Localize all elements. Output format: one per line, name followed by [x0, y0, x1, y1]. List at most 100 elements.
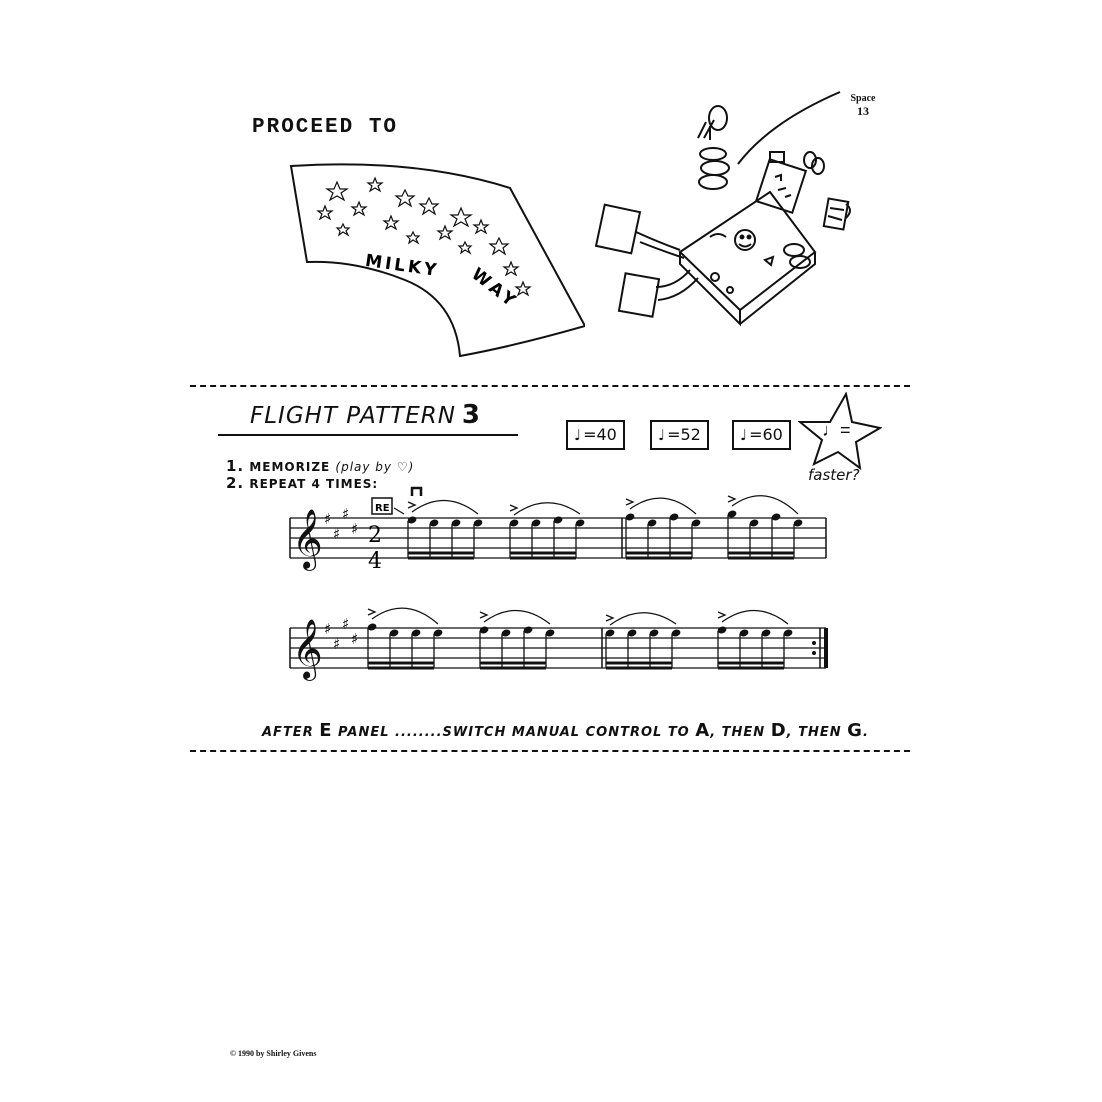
- dashed-divider-top: [190, 385, 910, 387]
- after-text: AFTER: [262, 725, 320, 740]
- after-text: , THEN: [786, 725, 848, 740]
- sharp-icon: ♯: [324, 620, 331, 638]
- accent-mark: [727, 495, 737, 503]
- slur: [731, 495, 799, 515]
- step-hint: (play by ♡): [335, 460, 415, 474]
- note-head: [727, 510, 737, 518]
- note-head: [669, 513, 679, 521]
- note-head: [523, 626, 533, 634]
- treble-clef-icon: 𝄞: [292, 509, 323, 571]
- slur: [483, 609, 551, 625]
- proceed-heading: PROCEED TO: [252, 116, 399, 139]
- note-head: [407, 516, 417, 524]
- star-tempo-note: ♩=: [822, 420, 851, 440]
- tempo-box-40: ♩=40: [566, 420, 625, 450]
- tempo-label: =60: [749, 425, 783, 444]
- music-notation: 𝄞♯♯♯♯𝄞♯♯♯♯: [289, 486, 828, 681]
- sharp-icon: ♯: [333, 635, 340, 653]
- note-head: [545, 629, 555, 637]
- down-bow-icon: [410, 486, 423, 496]
- music-staff: 𝄞♯♯♯♯𝄞♯♯♯♯ RE 2 4: [289, 486, 828, 681]
- sharp-icon: ♯: [342, 505, 349, 523]
- accent-mark: [367, 608, 377, 616]
- robot-ship-illustration: [594, 91, 851, 327]
- quarter-note-icon: ♩: [574, 426, 582, 444]
- page-number: 13: [857, 104, 869, 118]
- instruction-step-1: 1. MEMORIZE (play by ♡): [226, 458, 414, 475]
- accent-mark: [717, 611, 727, 619]
- slur: [371, 607, 439, 625]
- banner-word-way: WAY: [467, 264, 522, 313]
- page-label-word: Space: [850, 93, 876, 104]
- note-head: [649, 629, 659, 637]
- note-head: [625, 513, 635, 521]
- treble-clef-icon: 𝄞: [292, 619, 323, 681]
- note-head: [761, 629, 771, 637]
- note-head: [429, 519, 439, 527]
- sharp-icon: ♯: [333, 525, 340, 543]
- note-head: [793, 519, 803, 527]
- page-label: Space 13: [840, 92, 886, 118]
- accent-mark: [509, 504, 519, 512]
- note-head: [717, 626, 727, 634]
- flight-pattern-number: 3: [461, 400, 481, 430]
- sharp-icon: ♯: [324, 510, 331, 528]
- banner-word-milky: MILKY: [364, 251, 441, 281]
- tempo-label: =52: [667, 425, 701, 444]
- star-cluster: [316, 176, 532, 297]
- note-head: [479, 626, 489, 634]
- staff-lines: [290, 517, 826, 669]
- re-label: RE: [375, 503, 390, 514]
- note-head: [749, 519, 759, 527]
- note-head: [627, 629, 637, 637]
- accent-mark: [625, 498, 635, 506]
- note-head: [691, 519, 701, 527]
- note-head: [411, 629, 421, 637]
- time-signature-bottom: 4: [368, 549, 382, 574]
- repeat-dot: [812, 641, 816, 645]
- accent-mark: [407, 501, 417, 509]
- note-head: [647, 519, 657, 527]
- sharp-icon: ♯: [342, 615, 349, 633]
- note-head: [739, 629, 749, 637]
- after-text: , THEN: [710, 725, 771, 740]
- note-head: [509, 519, 519, 527]
- slur: [513, 502, 581, 516]
- note-head: [771, 513, 781, 521]
- slur: [411, 499, 479, 515]
- instructions: 1. MEMORIZE (play by ♡) 2. REPEAT 4 TIME…: [226, 458, 414, 492]
- step-text: MEMORIZE: [249, 460, 331, 474]
- after-text: .: [862, 725, 869, 740]
- letter-a: A: [695, 720, 711, 741]
- tempo-box-52: ♩=52: [650, 420, 709, 450]
- star-icon: [798, 392, 882, 470]
- note-head: [433, 629, 443, 637]
- note-head: [451, 519, 461, 527]
- dashed-divider-bottom: [190, 750, 910, 752]
- sharp-icon: ♯: [351, 630, 358, 648]
- title-underline: [218, 434, 518, 436]
- after-text: PANEL ........SWITCH MANUAL CONTROL TO: [332, 725, 696, 740]
- step-text: REPEAT 4 TIMES:: [249, 477, 379, 491]
- note-head: [553, 516, 563, 524]
- slur: [721, 609, 789, 625]
- accent-mark: [479, 611, 489, 619]
- letter-d: D: [770, 720, 787, 741]
- note-head: [473, 519, 483, 527]
- letter-g: G: [847, 720, 863, 741]
- after-panel-instruction: AFTER E PANEL ........SWITCH MANUAL CONT…: [262, 720, 869, 741]
- quarter-note-icon: ♩: [658, 426, 666, 444]
- note-head: [501, 629, 511, 637]
- note-head: [367, 623, 377, 631]
- step-number: 2.: [226, 474, 245, 492]
- flight-pattern-label: FLIGHT PATTERN: [250, 403, 456, 429]
- note-head: [531, 519, 541, 527]
- tempo-label: =40: [583, 425, 617, 444]
- note-head: [389, 629, 399, 637]
- slur: [609, 612, 677, 626]
- letter-e: E: [319, 720, 333, 741]
- note-head: [575, 519, 585, 527]
- time-signature-top: 2: [368, 523, 382, 548]
- slur: [629, 497, 697, 515]
